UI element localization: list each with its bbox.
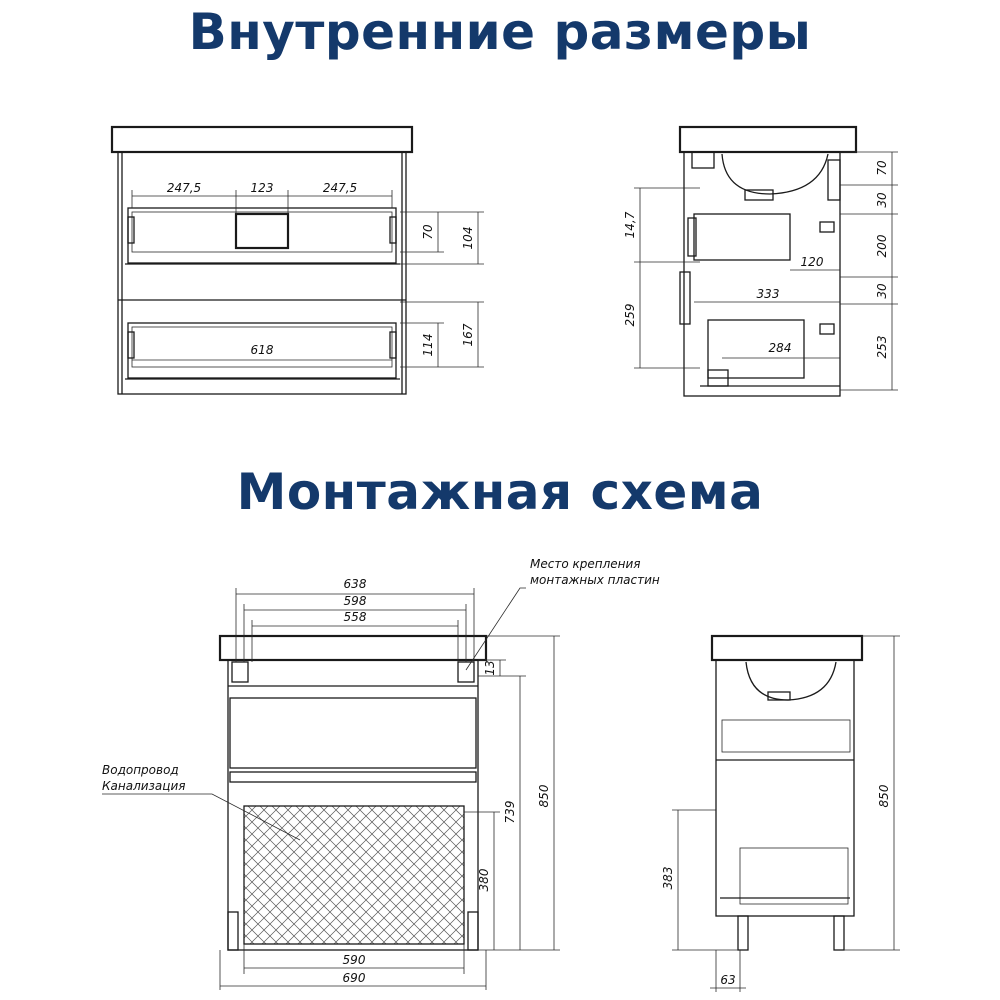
dim-mount-h-mount: 739 [503,801,517,824]
dim-mount-w-bottom-inner: 590 [343,953,366,967]
dim-front-w3: 247,5 [323,181,357,195]
side-mount-basin [745,661,837,701]
mount-upper-drawer [229,697,477,769]
side-mount-leg-back [833,915,845,951]
dim-mount-w-outer: 638 [344,577,367,591]
mount-plate-left [231,661,249,683]
mount-plate-right [457,661,475,683]
side-mount-view: 850 383 63 [661,634,900,992]
dim-side-depth-mid: 333 [757,287,780,301]
label-pipes-line2: Канализация [102,779,185,793]
dim-side-top: 70 [875,160,889,176]
dim-side-h-drawer1: 200 [875,234,889,257]
side-mount-lower-drawer [739,847,849,905]
mount-body-outline [227,659,479,951]
side-inner-view: 70 30 200 30 253 120 333 284 14,7 259 [623,125,898,397]
dim-front-h-drawer1-total: 104 [461,227,475,250]
dim-side-gap2: 30 [875,283,889,299]
dim-side-h-drawer2: 253 [875,336,889,359]
dim-front-w2: 123 [251,181,274,195]
dim-side-gap1: 30 [875,192,889,208]
label-plates-line1: Место крепления [530,557,641,571]
title-mounting-scheme: Монтажная схема [236,463,764,521]
mount-countertop-outline [218,634,488,662]
side-lower-drawer [707,319,805,379]
dim-side-depth-top: 120 [801,255,824,269]
side-mount-upper-drawer [721,719,851,753]
dim-side-left-h1: 14,7 [623,211,637,238]
siphon-cutout [234,212,290,250]
side-mount-body [715,659,855,917]
dim-front-h-drawer2-total: 167 [461,323,475,346]
label-pipes-line1: Водопровод [102,763,179,777]
front-mount-view: 638 598 558 Место крепления монтажных пл… [102,557,660,990]
cabinet-body-outline [117,151,407,395]
pipes-zone-hatch [243,805,465,945]
dim-mount-plate-offset: 13 [483,660,497,675]
dim-mount-h-total: 850 [537,784,551,807]
dim-side-mount-h-total: 850 [877,784,891,807]
dim-front-w-drawer2: 618 [251,343,274,357]
title-inner-sizes: Внутренние размеры [188,3,812,61]
side-basin-bowl [721,153,829,195]
label-plates-line2: монтажных пластин [530,573,660,587]
dim-side-depth-bottom: 284 [769,341,792,355]
upper-drawer-outline [127,207,397,264]
dim-mount-h-pipes: 380 [477,868,491,891]
side-mount-countertop [710,634,864,662]
side-body-outline [683,151,841,397]
dim-mount-w-mid: 598 [344,594,367,608]
front-inner-view: 247,5 123 247,5 70 104 618 114 167 [110,125,484,395]
countertop-outline [110,125,414,154]
dim-front-h-drawer1: 70 [421,224,435,240]
dim-mount-w-bottom-outer: 690 [343,971,366,985]
side-countertop-outline [678,125,858,154]
dim-side-mount-h-pipes: 383 [661,867,675,890]
side-upper-drawer [693,213,791,261]
dim-side-mount-leg-offset: 63 [720,973,735,987]
dim-side-left-h2: 259 [623,304,637,327]
dim-front-w1: 247,5 [167,181,201,195]
dim-front-h-drawer2: 114 [421,334,435,357]
dim-mount-w-inner: 558 [344,610,367,624]
side-mount-leg-front [737,915,749,951]
